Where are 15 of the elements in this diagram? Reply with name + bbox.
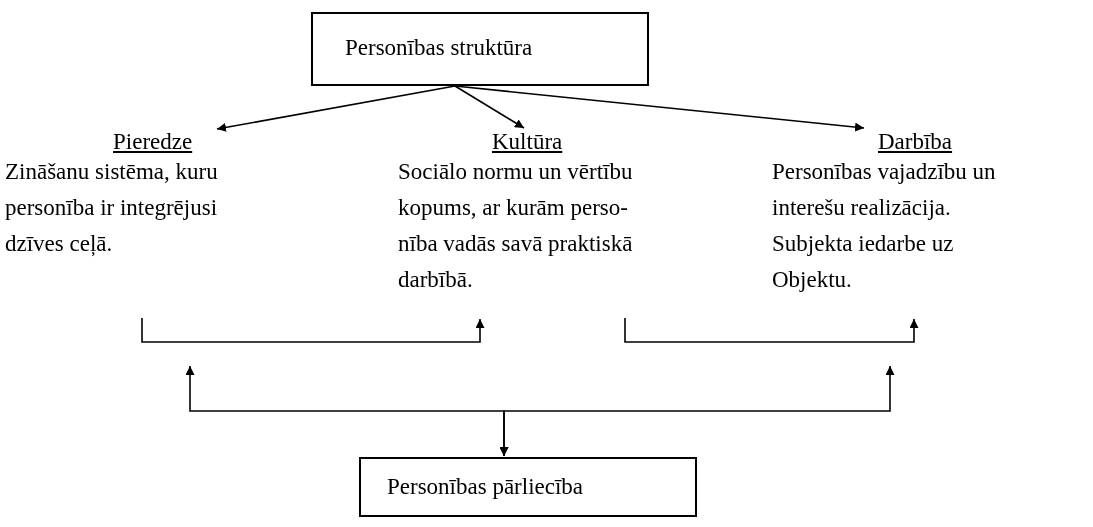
description-text: Sociālo normu un vērtību kopums, ar kurām perso-nība vadās savā praktiskā darbībā. bbox=[398, 158, 634, 294]
arrow bbox=[185, 365, 509, 457]
description-text: Zināšanu sistēma, kuru personība ir integrējusi dzīves ceļā. bbox=[5, 158, 219, 258]
process-box bbox=[359, 457, 697, 517]
process-box bbox=[311, 12, 649, 86]
box-label: Personības struktūra bbox=[345, 34, 533, 62]
arrow bbox=[454, 85, 525, 129]
arrow bbox=[624, 317, 919, 343]
box-label: Personības pārliecība bbox=[387, 473, 584, 501]
section-heading: Darbība bbox=[878, 128, 953, 156]
arrow bbox=[216, 85, 456, 132]
section-heading: Pieredze bbox=[113, 128, 193, 156]
arrow bbox=[141, 317, 485, 343]
description-text: Personības vajadzību un interešu realizācija. Subjekta iedarbe uz Objektu. bbox=[772, 158, 997, 294]
section-heading: Kultūra bbox=[492, 128, 563, 156]
